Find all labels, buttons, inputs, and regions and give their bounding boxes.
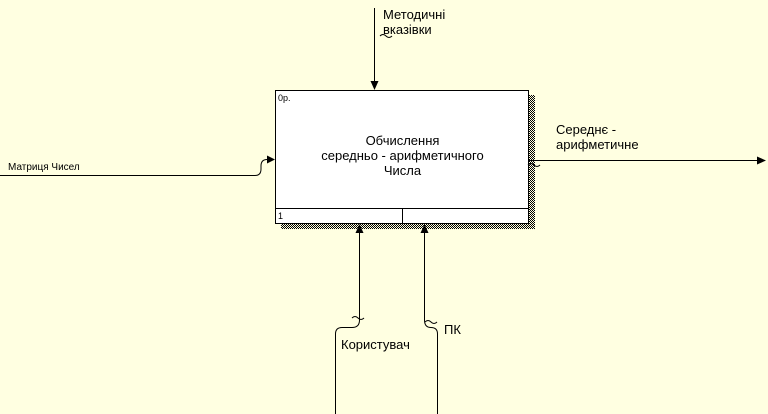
activity-box[interactable] [275, 90, 529, 224]
mechanism-arrow-pc[interactable] [420, 224, 438, 414]
control-label-line-1: Методичні [383, 7, 446, 22]
mechanism-user-label: Користувач [341, 337, 410, 352]
activity-title: Обчислення середньо - арифметичного Числ… [276, 133, 529, 178]
activity-title-line-2: середньо - арифметичного [321, 148, 484, 163]
input-label: Матриця Чисел [8, 162, 80, 173]
output-label-line-1: Середнє - [556, 122, 617, 137]
activity-box-shadow [281, 95, 535, 229]
activity-title-line-1: Обчислення [365, 133, 440, 148]
tunnel-squiggles [351, 34, 541, 324]
activity-node-label: 0р. [278, 93, 291, 103]
output-label: Середнє - арифметичне [556, 122, 639, 152]
input-arrow[interactable] [0, 155, 275, 176]
output-arrow[interactable] [528, 156, 766, 165]
mechanism-pc-label: ПК [444, 322, 461, 337]
control-label: Методичні вказівки [383, 7, 445, 37]
control-arrow[interactable] [370, 8, 379, 90]
output-label-line-2: арифметичне [556, 137, 639, 152]
activity-number: 1 [278, 211, 284, 221]
control-label-line-2: вказівки [383, 22, 432, 37]
mechanism-arrow-user[interactable] [335, 224, 364, 414]
activity-title-line-3: Числа [383, 163, 422, 178]
